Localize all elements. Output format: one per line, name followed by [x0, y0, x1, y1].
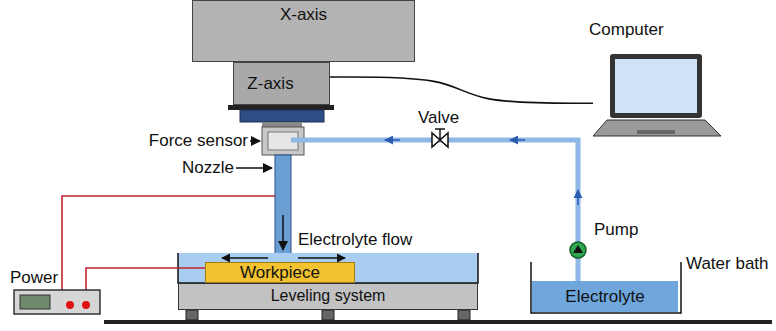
valve-handle — [435, 128, 445, 130]
node-heading: Computer — [589, 20, 664, 40]
flow-arrow — [577, 190, 579, 205]
supply-pipe — [291, 140, 578, 242]
electrolyte-film — [178, 253, 478, 283]
power-supply: Power — [8, 268, 108, 316]
node-label: X-axis — [280, 5, 327, 25]
leveling-foot — [322, 310, 334, 320]
jet-arrow — [282, 215, 284, 250]
electrolyte-volume: Electrolyte — [532, 281, 678, 312]
power-box — [14, 290, 100, 314]
flow-arrow — [298, 257, 345, 258]
computer: Computer — [585, 20, 730, 142]
x-axis-stage: X-axis — [192, 0, 415, 62]
leader-line — [250, 140, 260, 142]
workpiece: Workpiece — [205, 262, 355, 283]
mount-block — [240, 110, 324, 122]
control-cable — [330, 77, 593, 103]
base-plate — [104, 320, 772, 324]
leveling-foot — [186, 310, 198, 320]
flow-label: Electrolyte flow — [298, 230, 412, 250]
part-label: Pump — [594, 220, 638, 240]
flow-arrow — [222, 257, 268, 258]
node-label: Z-axis — [247, 74, 293, 94]
tank-outline — [531, 262, 681, 313]
water-bath: Water bathElectrolyte — [530, 250, 775, 314]
node-label: Electrolyte — [565, 287, 644, 307]
power-knob — [66, 301, 74, 309]
pump-symbol — [570, 242, 586, 258]
power-display — [20, 295, 50, 309]
tray — [178, 253, 478, 283]
node-label: Workpiece — [240, 263, 320, 283]
leveling-system: Leveling system — [178, 283, 478, 310]
valve-stem — [439, 129, 441, 140]
pump-triangle — [573, 245, 583, 253]
laptop-touchpad — [637, 130, 675, 134]
leveling-foot — [458, 310, 470, 320]
power-knob — [82, 301, 90, 309]
laptop-keyboard — [593, 120, 721, 136]
z-axis-stage: Z-axis — [233, 62, 330, 105]
node-label: Leveling system — [271, 287, 386, 305]
nozzle — [275, 155, 291, 258]
part-label: Nozzle — [182, 158, 234, 178]
sensor-mount — [262, 122, 302, 127]
node-heading: Water bath — [686, 254, 769, 274]
part-label: Valve — [418, 108, 459, 128]
leader-line — [236, 167, 272, 169]
laptop-lid — [610, 54, 702, 118]
flow-arrow — [510, 139, 525, 141]
part-label: Force sensor — [149, 131, 248, 151]
laptop-screen — [615, 59, 697, 113]
node-heading: Power — [10, 268, 58, 288]
mount-plate — [228, 105, 334, 110]
flow-arrow — [385, 139, 400, 141]
